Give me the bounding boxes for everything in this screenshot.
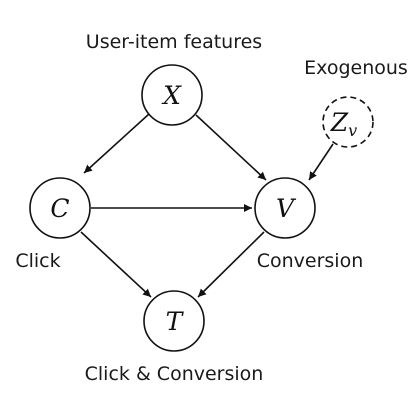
node-t-circle bbox=[143, 290, 205, 352]
label-conversion: Conversion bbox=[257, 250, 364, 272]
label-exogenous: Exogenous bbox=[304, 57, 408, 79]
node-t-symbol: T bbox=[166, 307, 185, 336]
node-c-circle bbox=[29, 177, 91, 239]
edge-x-to-v bbox=[195, 114, 267, 181]
edge-c-to-t bbox=[80, 231, 152, 298]
node-v-circle bbox=[254, 177, 316, 239]
label-click: Click bbox=[15, 250, 60, 272]
edge-zv-to-v bbox=[308, 143, 334, 181]
node-t: T bbox=[143, 290, 205, 352]
node-v-symbol: V bbox=[276, 194, 297, 223]
edges bbox=[80, 113, 334, 298]
node-x: X bbox=[141, 64, 203, 126]
node-c-symbol: C bbox=[50, 194, 69, 223]
node-zv: Zv bbox=[322, 96, 374, 148]
label-user-item-features: User-item features bbox=[86, 31, 262, 53]
node-x-circle bbox=[141, 64, 203, 126]
node-zv-subscript: v bbox=[348, 121, 357, 140]
node-c: C bbox=[29, 177, 91, 239]
label-click-and-conversion: Click & Conversion bbox=[85, 363, 264, 385]
node-zv-circle bbox=[322, 96, 374, 148]
edge-v-to-t bbox=[197, 231, 265, 298]
node-x-symbol: X bbox=[161, 81, 182, 110]
edge-x-to-c bbox=[83, 113, 150, 174]
node-v: V bbox=[254, 177, 316, 239]
node-zv-symbol: Zv bbox=[330, 108, 357, 140]
node-zv-main-symbol: Z bbox=[330, 108, 349, 137]
